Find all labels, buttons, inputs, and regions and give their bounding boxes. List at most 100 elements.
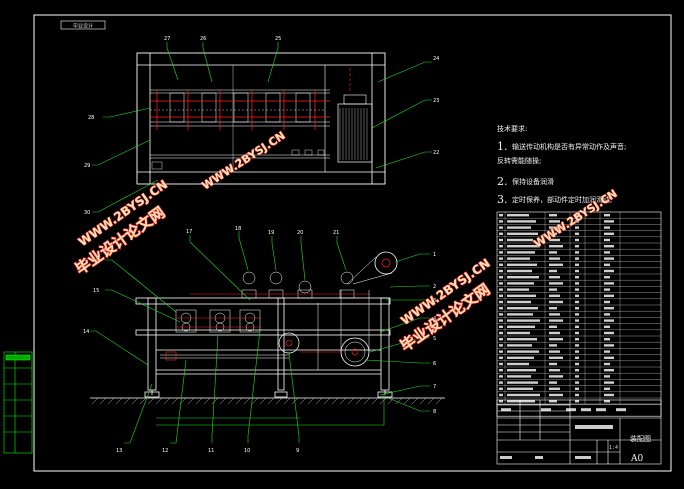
parts-cell-name <box>549 257 560 260</box>
parts-cell-qty <box>575 338 579 341</box>
watermark-right: 毕业设计论文网 WWW.2BYSJ.CN <box>396 255 494 355</box>
parts-cell-qty <box>575 356 579 359</box>
callout-7: 7 <box>433 384 436 390</box>
callout-13: 13 <box>116 448 122 454</box>
parts-cell-name <box>549 356 563 359</box>
parts-cell-index <box>499 282 503 285</box>
parts-cell-index <box>499 381 503 384</box>
parts-cell-index <box>499 294 503 297</box>
req-3-text: 定时保养，部动件定时加润滑油; <box>512 195 612 204</box>
callout-20: 20 <box>297 230 303 236</box>
title-block <box>496 399 662 465</box>
parts-cell-material <box>604 232 614 235</box>
parts-cell-material <box>604 356 614 359</box>
parts-cell-material <box>604 381 614 384</box>
parts-cell-name <box>549 313 560 316</box>
top-tag: 毕业设计 <box>73 23 93 30</box>
parts-cell-code <box>507 362 529 366</box>
parts-header-label <box>501 408 511 412</box>
parts-cell-material <box>604 245 614 248</box>
parts-header-label <box>616 408 626 412</box>
req-2-text: 保持设备润滑 <box>512 177 554 186</box>
parts-cell-code <box>507 282 534 285</box>
parts-cell-index <box>499 269 503 273</box>
parts-cell-name <box>549 307 557 310</box>
parts-cell-qty <box>575 269 579 273</box>
parts-cell-code <box>507 350 539 353</box>
callout-16: 16 <box>93 258 99 264</box>
parts-cell-material <box>604 288 610 291</box>
parts-cell-code <box>507 220 536 223</box>
parts-cell-code <box>507 313 533 316</box>
parts-cell-code <box>507 269 532 273</box>
parts-cell-name <box>549 400 557 403</box>
parts-cell-name <box>549 245 563 248</box>
parts-cell-index <box>499 344 503 347</box>
parts-cell-material <box>604 338 610 341</box>
parts-cell-qty <box>575 362 579 366</box>
parts-cell-index <box>499 387 503 390</box>
parts-cell-qty <box>575 288 579 291</box>
req-1-num: 1. <box>497 140 508 153</box>
parts-cell-material <box>604 220 614 223</box>
parts-cell-name <box>549 369 560 372</box>
parts-list <box>496 211 662 417</box>
parts-cell-name <box>549 269 557 273</box>
top-view <box>136 52 386 185</box>
parts-cell-name <box>549 331 560 335</box>
requirements-heading: 技术要求: <box>497 124 527 133</box>
parts-cell-name <box>549 276 560 279</box>
callout-14: 14 <box>83 329 89 335</box>
parts-cell-qty <box>575 294 579 297</box>
parts-cell-code <box>507 251 535 254</box>
parts-cell-material <box>604 251 610 254</box>
parts-cell-index <box>499 276 503 279</box>
req-2-num: 2. <box>497 175 508 188</box>
parts-cell-code <box>507 226 531 229</box>
drawing-name: 装配图 <box>630 434 651 443</box>
parts-cell-material <box>604 238 610 242</box>
parts-cell-index <box>499 393 503 397</box>
parts-cell-name <box>549 214 557 217</box>
parts-cell-code <box>507 369 536 372</box>
parts-cell-material <box>604 257 614 260</box>
parts-cell-material <box>604 269 614 273</box>
watermark-top-small: WWW.2BYSJ.CN <box>199 129 288 193</box>
parts-cell-index <box>499 214 503 217</box>
callout-28: 28 <box>88 115 94 121</box>
parts-cell-material <box>604 319 614 322</box>
parts-cell-qty <box>575 319 579 322</box>
parts-header-label <box>581 408 591 412</box>
callout-24: 24 <box>433 56 439 62</box>
callout-18: 18 <box>235 226 241 232</box>
parts-cell-code <box>507 338 537 341</box>
parts-cell-code <box>507 300 531 304</box>
parts-header <box>496 403 662 417</box>
callout-3: 3 <box>433 298 436 304</box>
req-3-num: 3. <box>497 193 508 206</box>
parts-cell-qty <box>575 300 579 304</box>
parts-cell-name <box>549 375 563 378</box>
callout-5: 5 <box>433 336 436 342</box>
sheet-size: A0 <box>630 454 643 464</box>
parts-cell-index <box>499 362 503 366</box>
parts-cell-code <box>507 400 535 403</box>
parts-cell-qty <box>575 232 579 235</box>
callout-25: 25 <box>275 36 281 42</box>
drawing-frame <box>33 14 672 472</box>
parts-cell-code <box>507 257 530 260</box>
parts-cell-index <box>499 319 503 322</box>
parts-cell-qty <box>575 375 579 378</box>
parts-cell-code <box>507 307 538 310</box>
parts-cell-material <box>604 282 614 285</box>
parts-cell-code <box>507 294 536 297</box>
parts-cell-code <box>507 288 529 291</box>
parts-cell-index <box>499 313 503 316</box>
parts-cell-qty <box>575 350 579 353</box>
parts-cell-name <box>549 362 557 366</box>
parts-cell-material <box>604 375 610 378</box>
front-callout-leaders <box>90 231 430 444</box>
parts-cell-material <box>604 263 610 266</box>
parts-cell-index <box>499 369 503 372</box>
